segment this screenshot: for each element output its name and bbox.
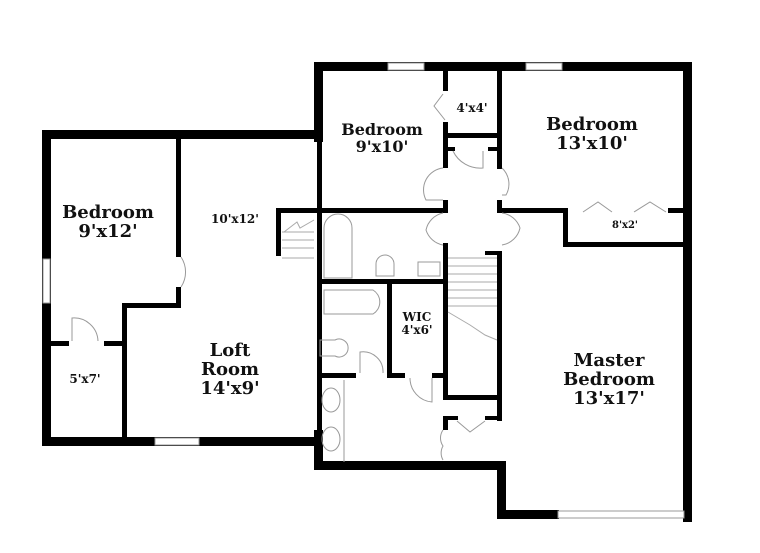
room-label-wic: WIC 4'x6' (401, 310, 433, 337)
windows (42, 62, 685, 519)
room-label-bedroom-north: Bedroom 9'x10' (341, 120, 423, 156)
room-label-bedroom-northeast: Bedroom 13'x10' (546, 114, 638, 154)
fixtures (71, 93, 667, 462)
room-label-10x12: 10'x12' (211, 212, 259, 226)
interior-walls (44, 69, 685, 467)
room-label-bedroom-west: Bedroom 9'x12' (62, 202, 154, 242)
room-label-master-bedroom: Master Bedroom 13'x17' (563, 350, 655, 409)
room-label-closet-5x7: 5'x7' (69, 372, 101, 386)
room-label-closet-4x4: 4'x4' (456, 101, 488, 115)
room-label-closet-8x2: 8'x2' (611, 220, 638, 231)
room-label-loft: Loft Room 14'x9' (200, 340, 260, 399)
